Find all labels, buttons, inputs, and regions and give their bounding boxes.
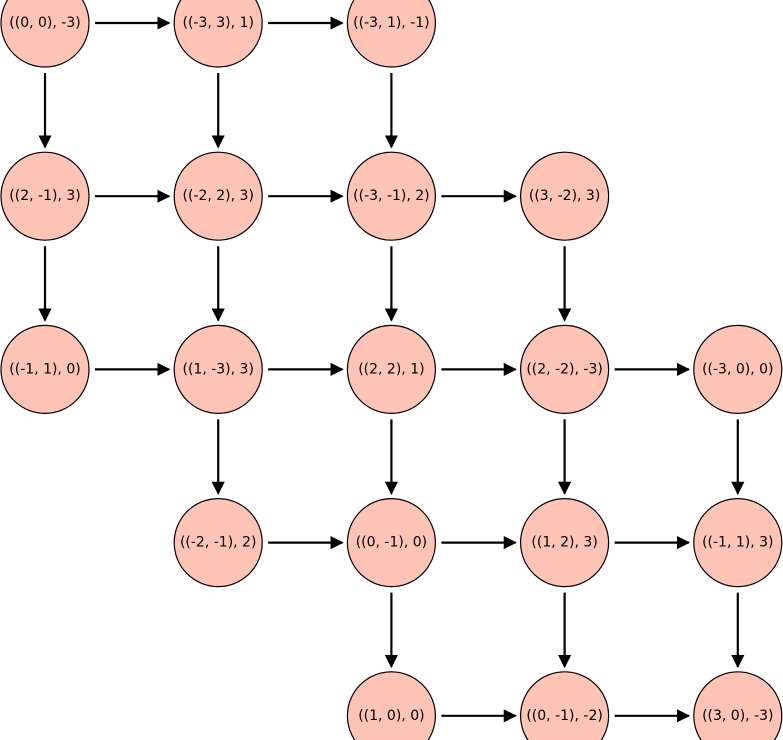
node-circle: [173, 0, 263, 68]
node-circle: [173, 324, 263, 414]
node-circle: [519, 324, 610, 414]
node-label: ((2, -2), -3): [526, 361, 602, 377]
node-circle: [0, 0, 90, 68]
node-circle: [346, 671, 436, 740]
graph-node: ((-1, 1), 0): [0, 324, 90, 414]
node-circle: [346, 151, 436, 241]
graph-node: ((2, 2), 1): [346, 324, 436, 414]
graph-node: ((0, -1), 0): [346, 497, 436, 588]
node-label: ((1, -3), 3): [182, 361, 253, 377]
graph-node: ((-3, 0), 0): [693, 324, 783, 414]
node-label: ((0, -1), -2): [526, 708, 602, 724]
graph-node: ((-2, 2), 3): [173, 151, 263, 241]
node-label: ((-2, 2), 3): [182, 188, 253, 204]
node-label: ((2, -1), 3): [9, 188, 80, 204]
graph-node: ((-3, 1), -1): [346, 0, 436, 68]
node-circle: [0, 324, 90, 414]
node-label: ((-1, 1), 3): [702, 535, 773, 551]
node-label: ((-3, 0), 0): [702, 361, 773, 377]
node-label: ((0, 0), -3): [9, 15, 80, 31]
node-label: ((-1, 1), 0): [9, 361, 80, 377]
node-circle: [173, 497, 263, 588]
edges-layer: [38, 16, 745, 723]
graph-node: ((2, -1), 3): [0, 151, 90, 241]
node-circle: [693, 324, 783, 414]
node-label: ((0, -1), 0): [356, 535, 427, 551]
node-circle: [520, 671, 610, 740]
node-label: ((2, 2), 1): [358, 361, 424, 377]
graph-node: ((-1, 1), 3): [693, 497, 783, 588]
node-label: ((3, -2), 3): [529, 188, 600, 204]
node-circle: [519, 151, 610, 241]
node-label: ((-3, 3), 1): [182, 15, 253, 31]
node-circle: [0, 151, 90, 241]
graph-node: ((1, 2), 3): [519, 497, 610, 588]
graph-node: ((0, 0), -3): [0, 0, 90, 68]
graph-node: ((1, -3), 3): [173, 324, 263, 414]
node-circle: [346, 324, 436, 414]
node-label: ((-3, -1), 2): [353, 188, 429, 204]
graph-node: ((3, 0), -3): [693, 671, 783, 740]
node-circle: [346, 497, 436, 588]
graph-node: ((3, -2), 3): [519, 151, 610, 241]
node-circle: [346, 0, 436, 68]
node-label: ((1, 0), 0): [358, 708, 424, 724]
node-label: ((-3, 1), -1): [353, 15, 429, 31]
node-circle: [173, 151, 263, 241]
node-circle: [693, 497, 783, 588]
graph-node: ((0, -1), -2): [520, 671, 610, 740]
node-label: ((-2, -1), 2): [180, 535, 256, 551]
node-circle: [519, 497, 610, 588]
graph-node: ((-3, -1), 2): [346, 151, 436, 241]
node-label: ((3, 0), -3): [702, 708, 773, 724]
graph-node: ((-3, 3), 1): [173, 0, 263, 68]
graph-node: ((-2, -1), 2): [173, 497, 263, 588]
node-circle: [693, 671, 783, 740]
graph-node: ((1, 0), 0): [346, 671, 436, 740]
node-label: ((1, 2), 3): [531, 535, 597, 551]
graph-node: ((2, -2), -3): [519, 324, 610, 414]
